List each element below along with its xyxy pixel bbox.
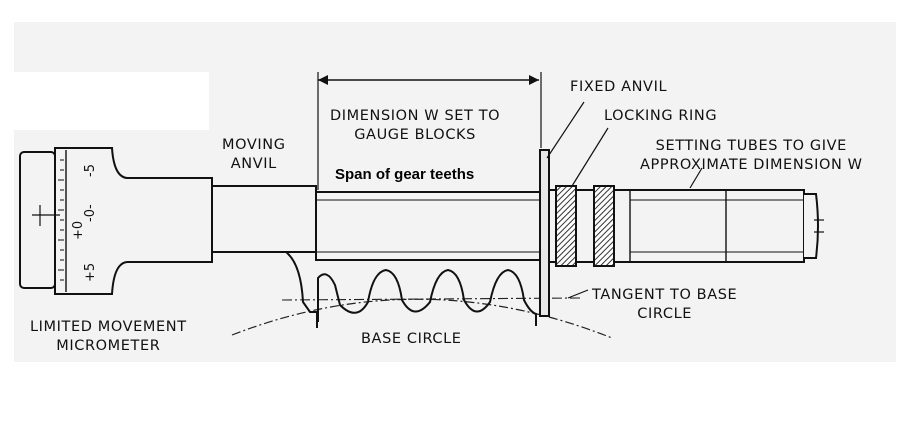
label-fixed-anvil: FIXED ANVIL	[570, 79, 668, 95]
scale-mark: -5	[83, 164, 98, 177]
scale-mark: +0	[71, 221, 86, 240]
gear-teeth	[317, 268, 537, 326]
leader-locking-ring	[571, 127, 609, 187]
label-base-circle: BASE CIRCLE	[361, 331, 462, 347]
label-moving-anvil: MOVING ANVIL	[222, 137, 286, 172]
scale-mark: +5	[83, 263, 98, 282]
gauge-block-bar	[315, 191, 543, 261]
moving-anvil	[212, 185, 318, 328]
scale-ticks	[58, 159, 64, 281]
leader-fixed-anvil	[546, 101, 585, 159]
setting-tube-body	[548, 189, 805, 263]
leader-tangent	[567, 289, 589, 299]
label-setting-tubes: SETTING TUBES TO GIVE APPROXIMATE DIMENS…	[640, 138, 863, 173]
label-limited-movement-micrometer: LIMITED MOVEMENT MICROMETER	[30, 319, 187, 354]
blank-patch	[14, 72, 209, 130]
locking-ring	[555, 185, 577, 267]
label-locking-ring: LOCKING RING	[604, 108, 718, 124]
label-tangent-to-base-circle: TANGENT TO BASE CIRCLE	[592, 287, 738, 322]
fixed-anvil-plate	[539, 149, 550, 317]
label-span-of-gear-teeth: Span of gear teeths	[335, 166, 475, 183]
tube-end-cap	[804, 193, 819, 259]
label-dimension-w: DIMENSION W SET TO GAUGE BLOCKS	[330, 108, 501, 143]
leader-setting-tubes	[689, 167, 703, 189]
scale-mark: -0-	[83, 204, 98, 222]
micrometer-sleeve	[54, 147, 213, 295]
locking-ring-second	[593, 185, 615, 267]
micrometer-thimble	[19, 151, 56, 289]
